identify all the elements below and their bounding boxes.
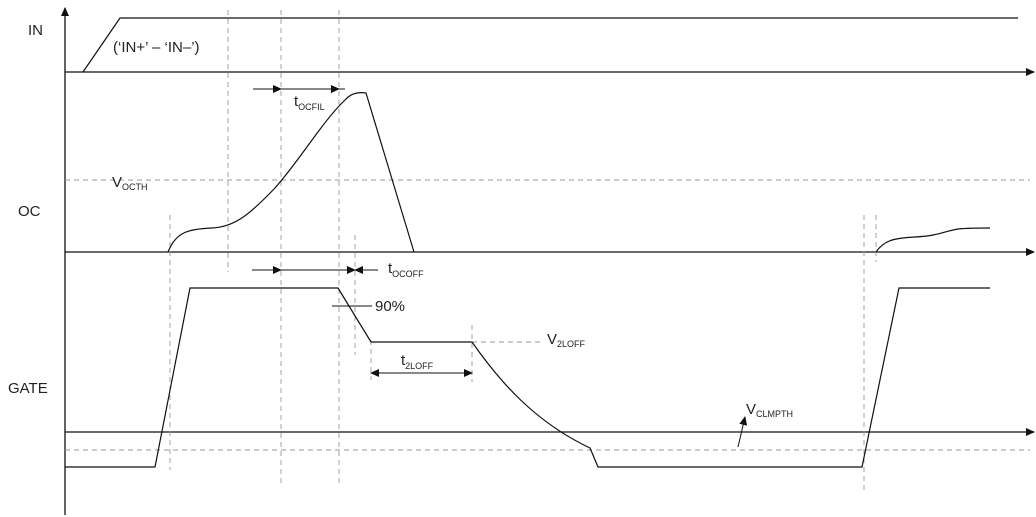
gate-waveform (65, 287, 990, 468)
v-clmpth-arrow (737, 416, 748, 448)
oc-waveform (167, 91, 415, 253)
oc-waveform-recovery (875, 227, 991, 253)
t-2loff-label: t2LOFF (401, 352, 434, 371)
signal-label-gate: GATE (8, 380, 48, 397)
v-clmpth-label: VCLMPTH (746, 401, 793, 419)
guide-lines (65, 10, 1030, 490)
t-ocfil-label: tOCFIL (294, 93, 325, 112)
pct-90-label: 90% (375, 298, 405, 315)
in-waveform (82, 17, 1018, 73)
t-ocoff-label: tOCOFF (388, 260, 424, 279)
v-2loff-label: V2LOFF (547, 331, 586, 349)
signal-label-in: IN (28, 22, 43, 39)
in-expression-label: (‘IN+’ – ‘IN–’) (113, 39, 200, 56)
v-octh-label: VOCTH (112, 174, 148, 192)
signal-label-oc: OC (18, 203, 41, 220)
